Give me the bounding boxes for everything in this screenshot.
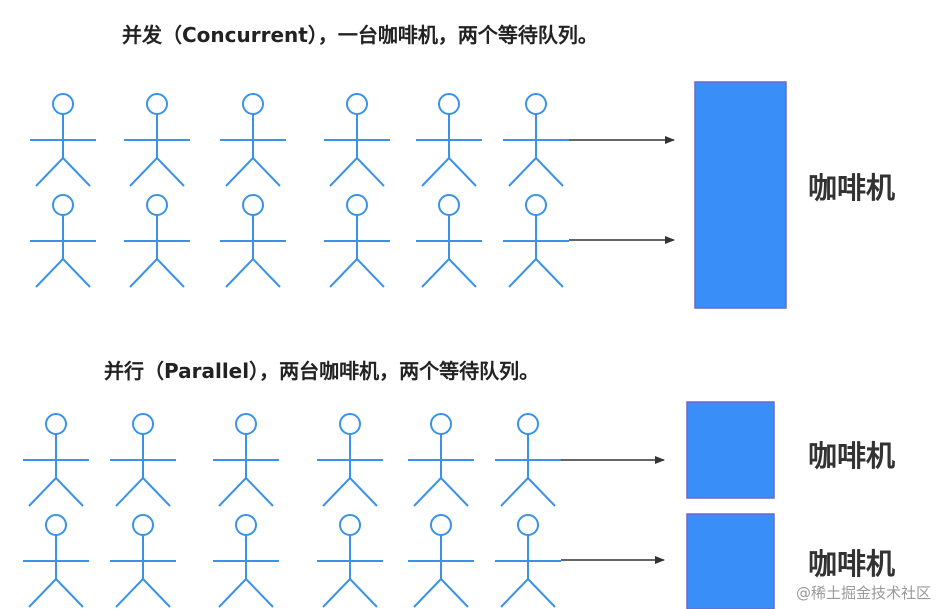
person-icon [30, 194, 96, 288]
person-icon [317, 413, 383, 507]
parallel-title: 并行（Parallel），两台咖啡机，两个等待队列。 [104, 359, 540, 383]
person-icon [124, 194, 190, 288]
person-icon [23, 514, 89, 608]
person-icon [324, 93, 390, 187]
person-icon [416, 194, 482, 288]
person-icon [416, 93, 482, 187]
person-icon [110, 413, 176, 507]
person-icon [324, 194, 390, 288]
person-icon [220, 194, 286, 288]
person-icon [503, 194, 569, 288]
person-icon [213, 413, 279, 507]
person-icon [23, 413, 89, 507]
person-icon [220, 93, 286, 187]
coffee-machine [686, 513, 775, 609]
coffee-machine [694, 81, 787, 309]
person-icon [408, 413, 474, 507]
coffee-machine-label: 咖啡机 [808, 439, 896, 473]
person-icon [124, 93, 190, 187]
person-icon [503, 93, 569, 187]
person-icon [213, 514, 279, 608]
coffee-machine [686, 401, 775, 499]
person-icon [30, 93, 96, 187]
coffee-machine-label: 咖啡机 [808, 547, 896, 581]
person-icon [317, 514, 383, 608]
person-icon [408, 514, 474, 608]
concurrent-title: 并发（Concurrent），一台咖啡机，两个等待队列。 [122, 23, 598, 47]
person-icon [495, 514, 561, 608]
person-icon [495, 413, 561, 507]
watermark: @稀土掘金技术社区 [795, 584, 931, 602]
coffee-machine-label: 咖啡机 [808, 171, 896, 205]
person-icon [110, 514, 176, 608]
